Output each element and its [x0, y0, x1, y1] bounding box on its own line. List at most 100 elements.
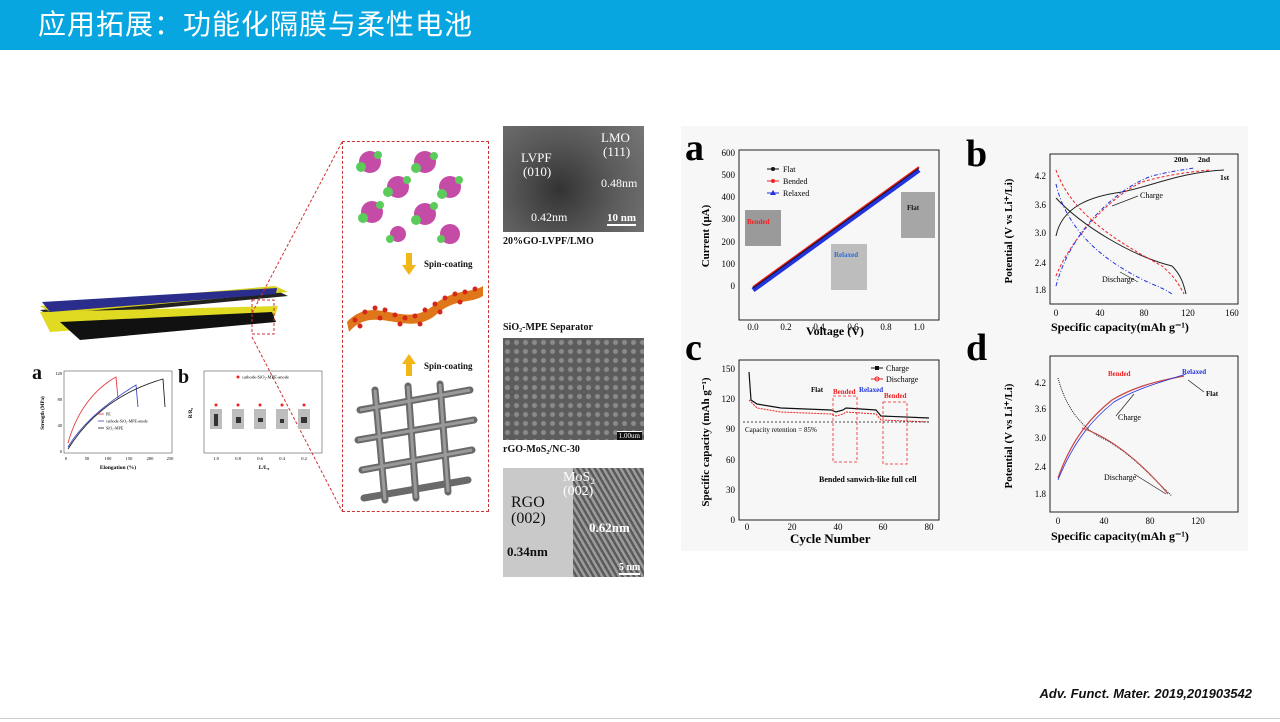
- right-d-ytick-1: 2.4: [1035, 462, 1047, 472]
- right-panel-b-chart: b 1.8 2.4 3.0 3.6 4.2 0 40 80 120 160 Po…: [966, 133, 1239, 318]
- left-b-xtick-4: 0.2: [301, 456, 307, 461]
- right-a-legend-2: Relaxed: [783, 189, 809, 198]
- right-d-xtick-0: 0: [1056, 516, 1061, 526]
- left-a-xtick-0: 0: [65, 456, 68, 461]
- left-a-legend-1: cathode-SiO₂-MPE-anode: [106, 419, 148, 424]
- bottom-divider: [0, 718, 1280, 719]
- tem2-mos2-plane: (002): [563, 484, 594, 499]
- tem2-rgo-label: RGO: [511, 494, 545, 511]
- right-c-state-relaxed: Relaxed: [859, 386, 883, 394]
- right-a-ytick-6: 600: [722, 148, 736, 158]
- right-d-ytick-0: 1.8: [1035, 489, 1047, 499]
- right-panel-a-chart: a 0 100 200 300 400 500 600 0.0 0.2 0.4 …: [685, 127, 940, 332]
- left-panel-b-label: b: [178, 366, 190, 388]
- sem-image-separator: 1.00um: [503, 338, 644, 440]
- tem-image-lvpf-lmo: LVPF (010) LMO (111) 0.42nm 0.48nm 10 nm: [503, 126, 644, 232]
- right-d-series-flat: Flat: [1206, 390, 1219, 398]
- slide-title: 应用拓展：功能化隔膜与柔性电池: [38, 8, 474, 41]
- left-a-curve-cathode: [67, 384, 139, 448]
- right-a-label: a: [685, 127, 704, 169]
- right-a-xtick-0: 0.0: [747, 322, 759, 332]
- right-c-bended-box-2: [882, 401, 908, 465]
- zoom-box: [342, 141, 489, 512]
- right-d-ylabel: Potential (V vs Li⁺/Li): [1003, 383, 1015, 488]
- right-b-xtick-3: 120: [1181, 308, 1195, 318]
- right-a-xtick-2: 0.4: [813, 322, 825, 332]
- right-b-curve-2nd-discharge: [1055, 169, 1185, 295]
- right-a-xtick-5: 1.0: [913, 322, 925, 332]
- right-c-state-bended-2: Bended: [884, 392, 907, 400]
- right-a-legend-1: Bended: [783, 177, 807, 186]
- right-b-ytick-0: 1.8: [1035, 285, 1047, 295]
- left-a-ytick-0: 0: [60, 449, 63, 454]
- left-a-xtick-2: 100: [105, 456, 113, 461]
- left-a-ytick-3: 120: [55, 371, 63, 376]
- right-d-xlabel: Specific capacity(mAh g⁻¹): [1051, 529, 1189, 543]
- left-a-ytick-1: 40: [58, 423, 63, 428]
- right-a-ylabel: Current (μA): [700, 204, 712, 267]
- right-a-xtick-1: 0.2: [780, 322, 791, 332]
- right-b-label: b: [966, 133, 987, 175]
- right-a-legend-0: Flat: [783, 165, 796, 174]
- spin-coating-label-1: Spin-coating: [424, 259, 473, 269]
- tem1-lmo-label: LMO: [601, 130, 630, 145]
- right-a-xtick-4: 0.8: [880, 322, 892, 332]
- arrow-down-icon: [402, 253, 416, 275]
- right-a-xlabel: Voltage (V): [806, 324, 864, 338]
- right-c-xtick-2: 40: [834, 522, 844, 532]
- right-b-ylabel: Potential (V vs Li⁺/Li): [1003, 178, 1015, 283]
- right-c-legend-1: Discharge: [886, 375, 919, 384]
- right-d-series-relaxed: Relaxed: [1182, 368, 1206, 376]
- right-d-curve-charge-relaxed: [1057, 373, 1187, 481]
- right-b-cycle-1st: 1st: [1220, 173, 1230, 182]
- tem1-lvpf-label: LVPF: [521, 150, 552, 165]
- right-b-cycle-2nd: 2nd: [1198, 155, 1211, 164]
- right-d-charge-label: Charge: [1118, 413, 1141, 422]
- right-a-photo-label-relaxed: Relaxed: [834, 251, 858, 259]
- right-d-xtick-1: 40: [1100, 516, 1110, 526]
- left-b-legend: cathode-SiO₂-MPE-anode: [242, 375, 289, 380]
- right-b-ytick-3: 3.6: [1035, 200, 1047, 210]
- tem1-spacing-2: 0.48nm: [601, 176, 638, 190]
- right-b-xtick-1: 40: [1096, 308, 1106, 318]
- tem1-caption: 20%GO-LVPF/LMO: [503, 236, 594, 247]
- tem2-scale-bar: 5 nm: [619, 562, 641, 575]
- left-panel-a-label: a: [32, 362, 42, 384]
- sem-scale-bar: 1.00um: [616, 431, 642, 440]
- right-panel-d-chart: d 1.8 2.4 3.0 3.6 4.2 0 40 80 120 Potent…: [966, 328, 1239, 526]
- right-c-xtick-1: 20: [788, 522, 798, 532]
- left-b-ylabel: R/R₀: [189, 407, 194, 418]
- left-b-xtick-1: 0.8: [235, 456, 241, 461]
- right-a-photo-label-bended: Bended: [747, 218, 770, 226]
- right-a-ytick-2: 200: [722, 237, 736, 247]
- right-c-state-bended-1: Bended: [833, 388, 856, 396]
- right-a-ytick-4: 400: [722, 192, 736, 202]
- right-b-ytick-1: 2.4: [1035, 258, 1047, 268]
- porous-framework-illustration: [354, 380, 478, 504]
- left-a-curve-mpe: [67, 378, 166, 450]
- right-b-xtick-2: 80: [1140, 308, 1150, 318]
- right-d-label: d: [966, 328, 987, 369]
- right-d-xtick-2: 80: [1146, 516, 1156, 526]
- right-b-discharge-label: Discharge: [1102, 275, 1135, 284]
- right-b-curve-2nd-charge: [1055, 169, 1211, 277]
- right-a-photo-bended: [745, 210, 781, 246]
- right-b-curve-20th-charge: [1055, 167, 1195, 287]
- left-a-ytick-2: 80: [58, 397, 63, 402]
- left-a-legend-2: SiO₂-MPE: [106, 426, 124, 431]
- left-a-xtick-1: 50: [85, 456, 90, 461]
- right-b-ytick-4: 4.2: [1035, 171, 1046, 181]
- right-b-curve-1st-discharge: [1055, 197, 1187, 295]
- right-d-ytick-2: 3.0: [1035, 433, 1047, 443]
- left-b-xtick-0: 1.0: [213, 456, 219, 461]
- layered-sheet-schematic: [40, 286, 288, 340]
- left-b-xtick-3: 0.4: [279, 456, 285, 461]
- right-b-cycle-20th: 20th: [1174, 155, 1189, 164]
- title-bar: 应用拓展：功能化隔膜与柔性电池: [0, 0, 1280, 50]
- right-d-curve-discharge: [1057, 377, 1173, 497]
- right-a-ytick-1: 100: [722, 259, 736, 269]
- left-a-ylabel: Strength (MPa): [41, 396, 46, 430]
- right-a-ytick-3: 300: [722, 214, 736, 224]
- right-a-photo-relaxed: [831, 244, 867, 290]
- tem2-spacing-2: 0.34nm: [507, 544, 548, 559]
